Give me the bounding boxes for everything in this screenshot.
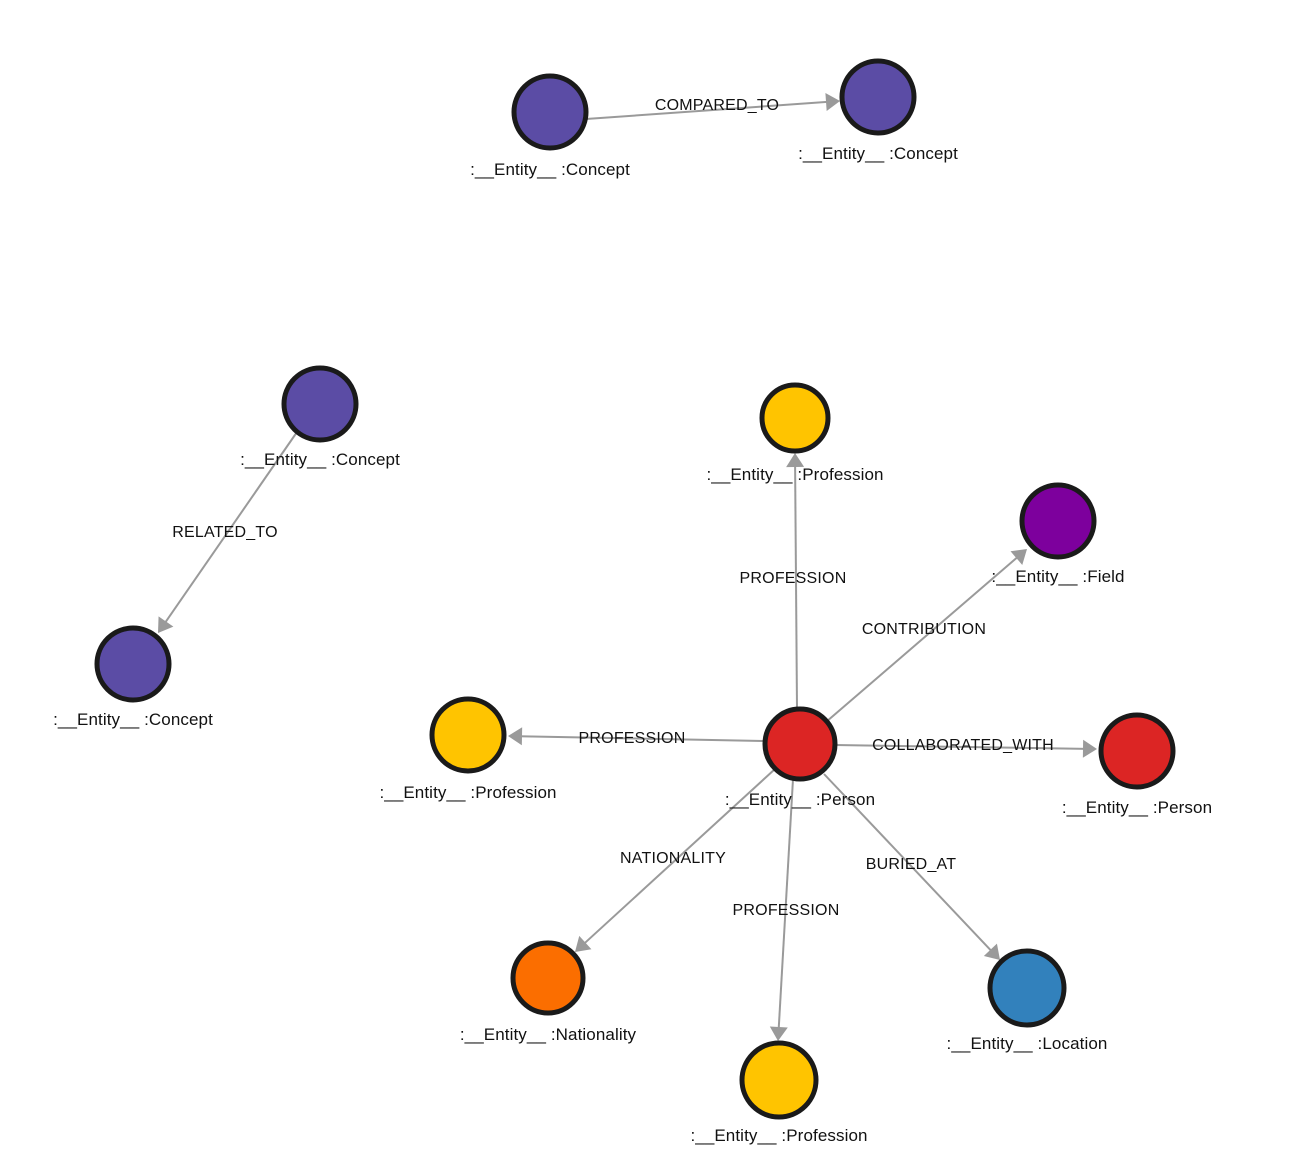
node-label: :__Entity__ :Concept — [798, 144, 958, 163]
node-label: :__Entity__ :Profession — [379, 783, 557, 802]
graph-node-profession[interactable] — [429, 696, 507, 774]
node-label: :__Entity__ :Concept — [53, 710, 213, 729]
graph-node-person[interactable] — [762, 706, 838, 782]
edge-arrowhead-icon — [769, 1026, 788, 1041]
edge-line[interactable] — [794, 463, 798, 710]
edge-arrowhead-icon — [575, 935, 592, 952]
edge-line[interactable] — [163, 431, 298, 625]
edge-label: PROFESSION — [732, 902, 840, 919]
edge-label: COMPARED_TO — [654, 97, 780, 114]
edge-label: BURIED_AT — [865, 856, 957, 873]
edge-line[interactable] — [825, 555, 1020, 723]
node-label: :__Entity__ :Concept — [470, 160, 630, 179]
graph-node-nationality[interactable] — [510, 940, 586, 1016]
edge-line[interactable] — [777, 778, 794, 1031]
graph-node-profession[interactable] — [739, 1040, 819, 1120]
graph-node-person[interactable] — [1098, 712, 1176, 790]
node-label: :__Entity__ :Person — [724, 790, 876, 809]
node-label: :__Entity__ :Nationality — [459, 1025, 637, 1044]
edge-line[interactable] — [834, 744, 1087, 750]
graph-node-field[interactable] — [1019, 482, 1097, 560]
node-label: :__Entity__ :Field — [991, 567, 1125, 586]
edge-label: PROFESSION — [739, 570, 847, 587]
graph-node-concept[interactable] — [511, 73, 589, 151]
edge-arrowhead-icon — [158, 616, 174, 633]
node-label: :__Entity__ :Profession — [706, 465, 884, 484]
edge-line[interactable] — [585, 100, 830, 120]
graph-node-profession[interactable] — [759, 382, 831, 454]
node-label: :__Entity__ :Profession — [690, 1126, 868, 1145]
edge-label: COLLABORATED_WITH — [872, 737, 1054, 754]
graph-node-concept[interactable] — [281, 365, 359, 443]
edge-line[interactable] — [518, 735, 766, 742]
graph-node-location[interactable] — [987, 948, 1067, 1028]
graph-node-concept[interactable] — [839, 58, 917, 136]
edge-arrowhead-icon — [1010, 549, 1027, 565]
edge-label: NATIONALITY — [620, 850, 726, 867]
edge-label: PROFESSION — [578, 730, 686, 747]
edge-arrowhead-icon — [825, 93, 840, 111]
edge-arrowhead-icon — [508, 727, 523, 746]
node-label: :__Entity__ :Location — [946, 1034, 1108, 1053]
edge-label: RELATED_TO — [172, 524, 278, 541]
edges-layer — [158, 93, 1097, 1041]
edge-line[interactable] — [823, 773, 994, 953]
nodes-layer — [94, 58, 1176, 1120]
edge-line[interactable] — [582, 768, 776, 946]
edge-label: CONTRIBUTION — [861, 621, 987, 638]
edge-arrowhead-icon — [786, 453, 805, 468]
edge-arrowhead-icon — [983, 943, 1000, 960]
edge-arrowhead-icon — [1082, 739, 1097, 758]
node-label: :__Entity__ :Concept — [240, 450, 400, 469]
node-label: :__Entity__ :Person — [1061, 798, 1213, 817]
graph-node-concept[interactable] — [94, 625, 172, 703]
